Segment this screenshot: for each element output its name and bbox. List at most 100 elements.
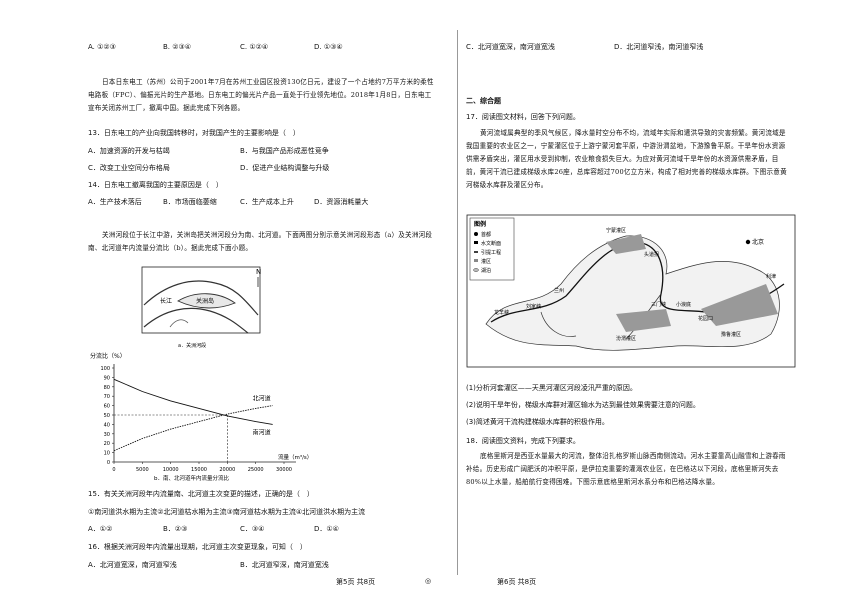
- y-tick-label: 70: [104, 394, 110, 400]
- beijing-marker: [745, 239, 751, 245]
- footer-mark: ◎: [425, 577, 432, 585]
- footer-left-page: 第5页 共8页: [336, 578, 376, 586]
- label-longyangxia: 龙羊峡: [494, 309, 509, 316]
- irrigation-area-icon: [474, 259, 478, 262]
- q16-option-b: B．北河道窄深，南河道宽浅: [240, 561, 329, 569]
- x-tick-label: 10000: [163, 467, 179, 473]
- q12-option-c: C. ①②④: [240, 43, 269, 51]
- question-16: 16．根据关洲河段年内流量出现期，北河道主次变更现象，可知（ ）: [88, 543, 307, 551]
- column-divider: [457, 30, 458, 575]
- label-guanzhou-island: 关洲岛: [196, 297, 214, 305]
- label-lanzhou: 兰州: [554, 287, 564, 294]
- y-tick-label: 90: [104, 375, 110, 381]
- question-14: 14．日东电工撤离我国的主要原因是（ ）: [88, 181, 223, 189]
- basin-outline: [485, 235, 780, 351]
- y-tick-label: 100: [100, 366, 110, 372]
- y-tick-label: 20: [104, 441, 110, 447]
- y-tick-label: 10: [104, 451, 110, 457]
- x-tick-label: 0: [112, 467, 115, 473]
- label-liujiaxia: 刘家峡: [526, 303, 541, 310]
- y-tick-label: 0: [107, 460, 110, 466]
- chart-xlabel: 流量（m³/s）: [278, 453, 312, 461]
- passage-nitto-denko: 日本日东电工（苏州）公司于2001年7月在苏州工业园区投资130亿日元，建设了一…: [88, 78, 434, 112]
- q13-option-a: A．加速资源的开发与枯竭: [88, 147, 170, 155]
- hydrology-section-icon: [474, 241, 478, 244]
- x-tick-label: 30000: [276, 467, 292, 473]
- q12-option-d: D. ①③④: [314, 43, 343, 51]
- south-channel-label: 南河道: [253, 428, 271, 436]
- north-channel-line: [113, 405, 273, 452]
- y-tick-label: 40: [104, 422, 110, 428]
- label-beijing: 北京: [752, 238, 764, 246]
- q13-option-d: D．促进产业结构调整与升级: [240, 164, 330, 172]
- flow-ratio-chart: 分流比（%） 0 10 20 30 40 50 60 70 80 90 100 0 5000 10000 15…: [90, 352, 312, 482]
- label-huayuankou: 花园口: [698, 315, 713, 322]
- label-fenwei: 汾渭灌区: [616, 335, 636, 342]
- x-tick-label: 5000: [136, 467, 149, 473]
- river-bank-lower: [143, 307, 249, 334]
- q15-option-b: B．②③: [163, 525, 188, 533]
- legend-irrigation: 灌区: [481, 258, 491, 265]
- label-xiaolangdi: 小浪底: [676, 301, 691, 308]
- q17-sub1: (1)分析河套灌区——天黑河灌区河段凌汛严重的原因。: [466, 384, 637, 392]
- q16-option-c: C．北河道宽深，南河道宽浅: [466, 43, 555, 51]
- question-18: 18．阅读图文资料，完成下列要求。: [466, 437, 580, 445]
- yellow-river-map: 图例 首都 水文断面 引提工程 灌区 湖泊 北京 刘家峡 龙羊峡 宁蒙灌区 汾渭…: [466, 214, 796, 368]
- south-channel-line: [113, 378, 273, 425]
- q13-option-c: C．改变工业空间分布格局: [88, 164, 170, 172]
- question-13: 13．日东电工的产业向我国转移时，对我国产生的主要影响是（ ）: [88, 129, 300, 137]
- chart-title: b．南、北河道年内流量分流比: [154, 474, 229, 482]
- legend-lake: 湖泊: [481, 267, 491, 274]
- q17-sub3: (3)简述黄河干流构建梯级水库群的积极作用。: [466, 418, 609, 426]
- y-tick-label: 80: [104, 385, 110, 391]
- q15-option-d: D．①④: [314, 525, 339, 533]
- lake-icon: [473, 268, 479, 272]
- fenwei-irrigation-area: [616, 309, 671, 332]
- q15-option-c: C．③④: [240, 525, 265, 533]
- ningmeng-irrigation-area: [606, 234, 646, 254]
- q12-option-a: A. ①②③: [88, 43, 116, 51]
- x-tick-label: 25000: [248, 467, 264, 473]
- capital-icon: [474, 232, 478, 236]
- label-toudaoguai: 头道拐: [644, 251, 659, 258]
- label-sanmenxia: 三门峡: [651, 301, 666, 308]
- label-lijin: 利津: [766, 273, 776, 280]
- q16-option-a: A．北河道宽深，南河道窄浅: [88, 561, 177, 569]
- x-tick-label: 20000: [219, 467, 235, 473]
- y-tick-label: 30: [104, 432, 110, 438]
- label-yulu: 豫鲁灌区: [721, 331, 741, 338]
- legend-hydrology: 水文断面: [481, 240, 501, 247]
- passage-guanzhou: 关洲河段位于长江中游，关洲岛把关洲河段分为南、北河道。下面两图分别示意关洲河段形…: [88, 231, 433, 252]
- q13-option-b: B．与我国产品形成恶性竞争: [240, 147, 329, 155]
- chart-ylabel: 分流比（%）: [90, 352, 126, 360]
- y-tick-label: 50: [104, 413, 110, 419]
- passage-tigris: 底格里斯河是西亚水量最大的河流，整体沿扎格罗斯山脉西南侧流动。河水主要靠高山融雪…: [466, 452, 786, 486]
- passage-yellow-river: 黄河流域属典型的季风气候区，降水量时空分布不均，流域年实际和遭洪导致的灾害频繁。…: [466, 129, 787, 189]
- legend-capital: 首都: [481, 231, 491, 238]
- tributary: [169, 319, 189, 328]
- x-tick-label: 15000: [191, 467, 207, 473]
- q15-option-a: A．①②: [88, 525, 113, 533]
- map-a-caption: a．关洲河段: [178, 342, 206, 349]
- north-arrow-label: N: [256, 268, 261, 276]
- y-tick-label: 60: [104, 404, 110, 410]
- q14-option-a: A．生产技术落后: [88, 198, 142, 206]
- guanzhou-river-map: 长江 关洲岛 N a．关洲河段: [141, 266, 261, 349]
- q17-sub2: (2)说明干旱年份，梯级水库群对灌区输水为达到最佳效果需要注意的问题。: [466, 401, 700, 409]
- q14-option-c: C．生产成本上升: [240, 198, 294, 206]
- north-channel-label: 北河道: [253, 395, 271, 403]
- q15-items: ①南河道洪水期为主流②北河道枯水期为主流③南河道枯水期为主流④北河道洪水期为主流: [88, 508, 366, 516]
- label-changjiang: 长江: [160, 297, 172, 305]
- yulu-irrigation-area: [701, 284, 778, 326]
- q16-option-d: D．北河道窄浅，南河道窄浅: [614, 43, 704, 51]
- q14-option-d: D．资源消耗量大: [314, 198, 369, 206]
- footer-right-page: 第6页 共8页: [497, 578, 537, 586]
- river-bank-upper: [143, 280, 259, 316]
- q12-option-b: B. ②③④: [163, 43, 192, 51]
- question-17: 17．阅读图文材料，回答下列问题。: [466, 113, 580, 121]
- label-ningmeng: 宁蒙灌区: [606, 227, 626, 234]
- q14-option-b: B．市场面临萎缩: [163, 198, 217, 206]
- guanzhou-island: [177, 293, 236, 309]
- legend-diversion: 引提工程: [481, 249, 501, 256]
- legend-title: 图例: [474, 220, 486, 228]
